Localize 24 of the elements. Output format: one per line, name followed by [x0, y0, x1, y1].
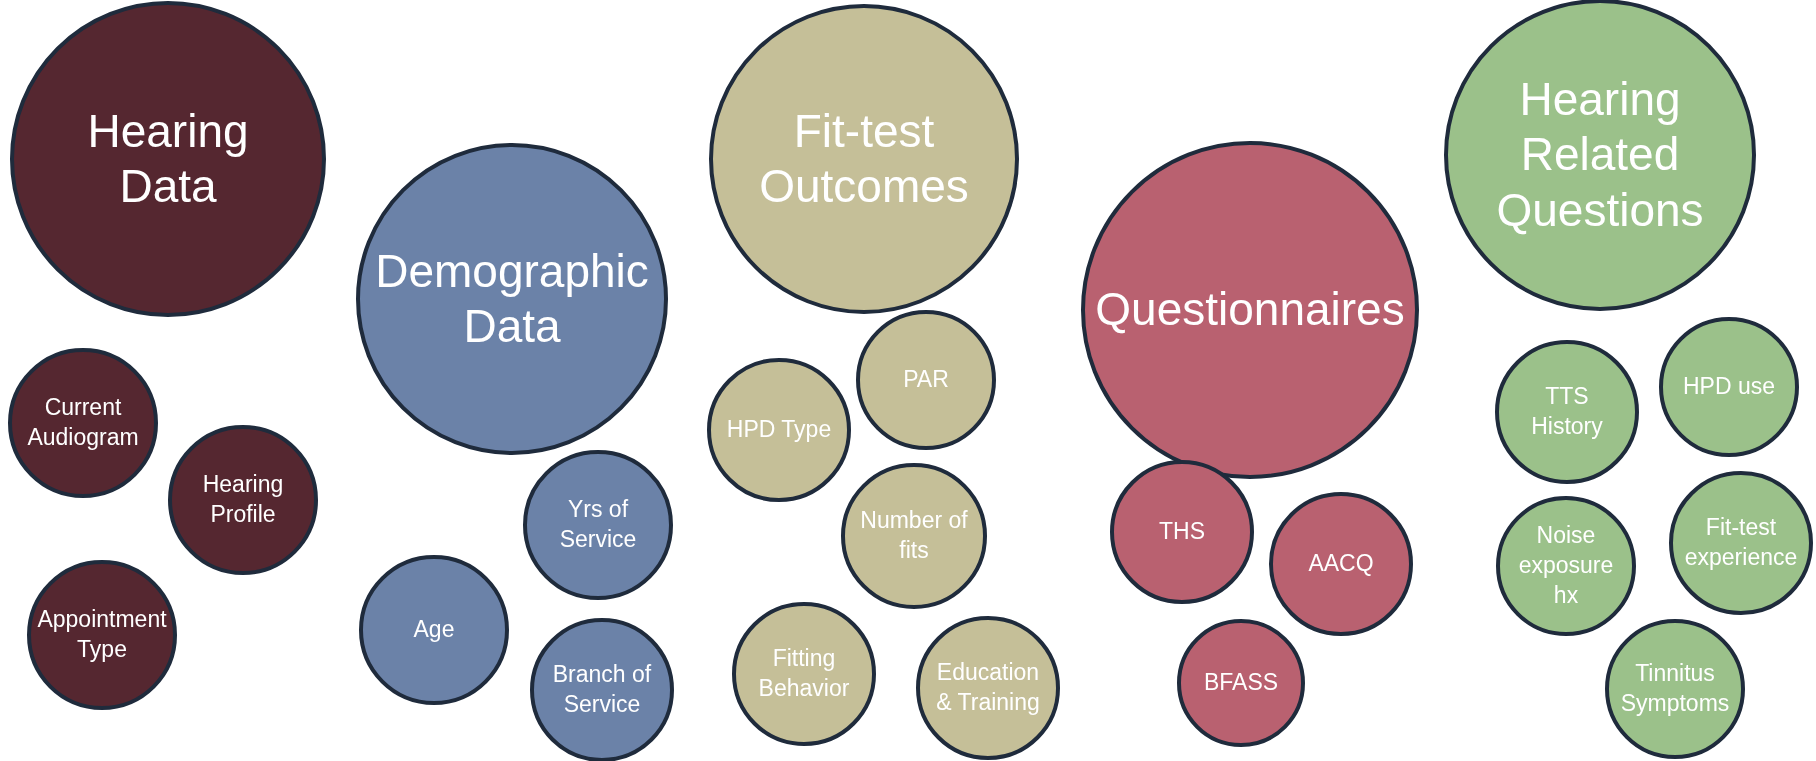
circle-label: Fit-test Outcomes	[758, 103, 970, 214]
circle-label: Education & Training	[935, 658, 1041, 717]
circle-label: AACQ	[1307, 549, 1375, 579]
circle-label: Tinnitus Symptoms	[1619, 659, 1731, 718]
circle-label: Yrs of Service	[558, 495, 638, 554]
circle-label: BFASS	[1202, 668, 1280, 698]
circle-label: HPD Type	[725, 415, 833, 445]
circle-label: HPD use	[1681, 372, 1776, 402]
circle-label: TTS History	[1530, 382, 1604, 441]
circle-label: THS	[1158, 517, 1206, 547]
circle-label: Age	[412, 615, 456, 645]
circle-label: Appointment Type	[36, 605, 168, 664]
circle-label: Hearing Profile	[201, 470, 285, 529]
circle-label: Hearing Related Questions	[1495, 72, 1705, 238]
circle-label: Demographic Data	[374, 243, 650, 354]
circle-label: Current Audiogram	[26, 393, 140, 452]
circle-label: Noise exposure hx	[1517, 521, 1615, 610]
circle-label: Number of fits	[859, 506, 969, 565]
circle-label: Branch of Service	[551, 660, 653, 719]
circle-label: Fitting Behavior	[757, 644, 851, 703]
circle-label: Hearing Data	[86, 103, 250, 214]
circle-label: PAR	[902, 365, 950, 395]
circle-label: Fit-test experience	[1683, 513, 1799, 572]
circle-label: Questionnaires	[1094, 282, 1406, 338]
